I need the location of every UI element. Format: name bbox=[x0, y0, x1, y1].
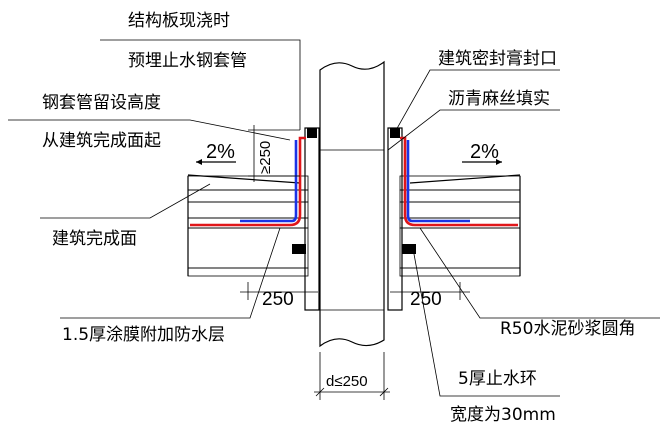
svg-text:2%: 2% bbox=[206, 141, 235, 163]
svg-text:结构板现浇时: 结构板现浇时 bbox=[128, 11, 230, 31]
slope-left: 2% bbox=[196, 141, 236, 165]
steel-sleeve-left bbox=[304, 127, 320, 311]
bottom-dims: 250 250 bbox=[240, 282, 470, 310]
svg-text:建筑完成面: 建筑完成面 bbox=[52, 229, 137, 249]
sleeve-height-dim: ≥250 bbox=[248, 125, 300, 182]
svg-text:建筑密封膏封口: 建筑密封膏封口 bbox=[438, 48, 557, 69]
svg-text:2%: 2% bbox=[470, 141, 499, 163]
svg-text:R50水泥砂浆圆角: R50水泥砂浆圆角 bbox=[500, 319, 635, 339]
waterproof-membrane bbox=[190, 136, 518, 227]
right-floor-layers bbox=[399, 174, 521, 277]
svg-text:≥250: ≥250 bbox=[257, 141, 274, 174]
pipe-diameter-dim: d≤250 bbox=[314, 352, 390, 400]
pipe bbox=[319, 60, 385, 348]
svg-text:预埋止水钢套管: 预埋止水钢套管 bbox=[128, 51, 247, 71]
left-labels: 结构板现浇时 预埋止水钢套管 钢套管留设高度 从建筑完成面起 建筑完成面 1.5… bbox=[8, 11, 301, 345]
right-labels: 建筑密封膏封口 沥青麻丝填实 R50水泥砂浆圆角 5厚止水环 宽度为30mm bbox=[387, 48, 660, 425]
svg-text:250: 250 bbox=[410, 289, 442, 310]
svg-text:沥青麻丝填实: 沥青麻丝填实 bbox=[448, 89, 550, 109]
svg-text:宽度为30mm: 宽度为30mm bbox=[450, 405, 556, 425]
svg-text:d≤250: d≤250 bbox=[326, 373, 368, 390]
water-ring-right bbox=[402, 244, 416, 254]
steel-sleeve-right bbox=[387, 127, 403, 311]
left-floor-layers bbox=[187, 174, 309, 277]
svg-text:250: 250 bbox=[262, 289, 294, 310]
svg-text:从建筑完成面起: 从建筑完成面起 bbox=[42, 131, 161, 151]
slope-right: 2% bbox=[462, 141, 502, 165]
svg-text:5厚止水环: 5厚止水环 bbox=[458, 369, 537, 389]
svg-text:1.5厚涂膜附加防水层: 1.5厚涂膜附加防水层 bbox=[62, 325, 225, 345]
svg-text:钢套管留设高度: 钢套管留设高度 bbox=[42, 93, 161, 113]
water-ring-left bbox=[292, 244, 306, 254]
